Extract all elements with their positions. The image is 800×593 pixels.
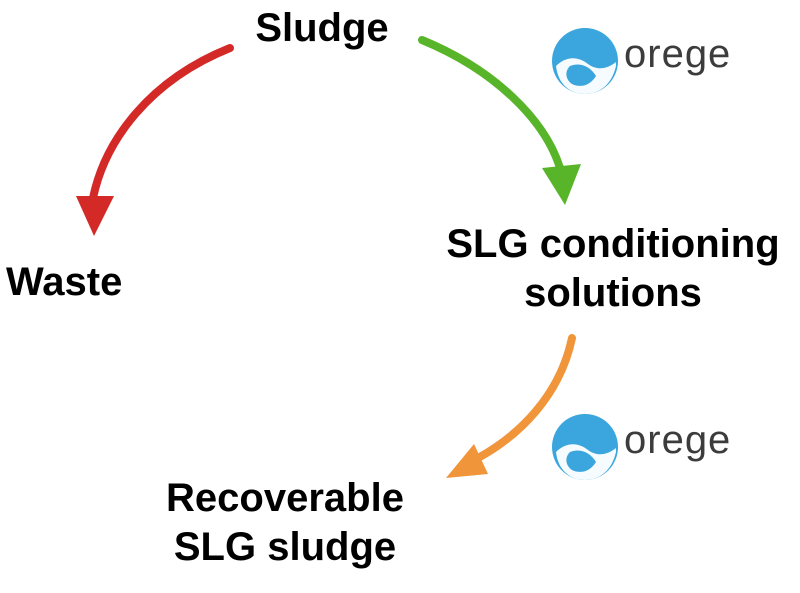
node-conditioning-line-2: solutions bbox=[524, 270, 702, 315]
orege-logo-wordmark: orege bbox=[624, 32, 732, 76]
node-recoverable-line-1: Recoverable bbox=[166, 476, 404, 520]
node-sludge: Sludge bbox=[232, 4, 412, 53]
orege-logo-icon bbox=[552, 28, 618, 94]
node-slg-conditioning-solutions: SLG conditioning solutions bbox=[428, 220, 798, 318]
node-recoverable-slg-sludge: Recoverable SLG sludge bbox=[120, 474, 450, 572]
orege-logo-top: orege bbox=[546, 22, 746, 102]
orege-logo-icon bbox=[552, 414, 618, 480]
node-recoverable-line-2: SLG sludge bbox=[173, 524, 397, 569]
orege-logo-bottom: orege bbox=[546, 408, 746, 488]
node-conditioning-line-1: SLG conditioning bbox=[446, 222, 780, 266]
node-sludge-label: Sludge bbox=[255, 6, 389, 50]
node-waste: Waste bbox=[6, 258, 152, 307]
node-waste-label: Waste bbox=[6, 260, 123, 304]
arrow-conditioning-to-recoverable bbox=[446, 334, 576, 478]
orege-logo-wordmark: orege bbox=[624, 418, 732, 462]
arrow-sludge-to-conditioning bbox=[418, 36, 581, 205]
arrow-sludge-to-waste bbox=[76, 44, 234, 236]
